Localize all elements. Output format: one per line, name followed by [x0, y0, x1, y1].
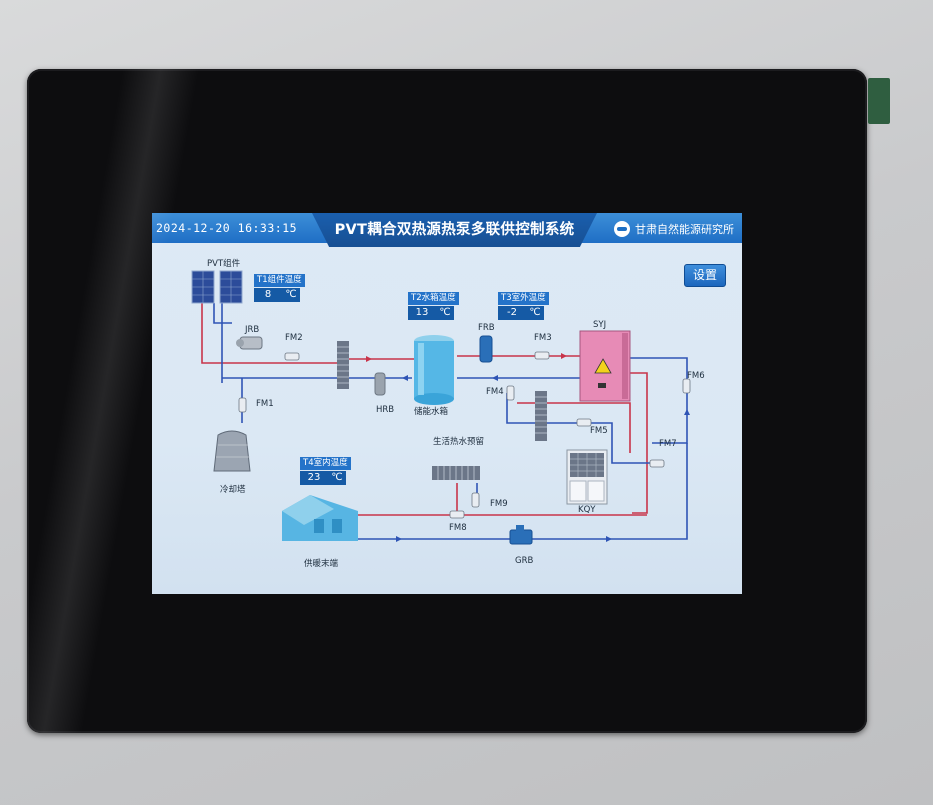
org-brand: 甘肃自然能源研究所	[614, 221, 734, 237]
jrb-pump-icon	[236, 336, 263, 350]
flow-arrow-icon	[396, 536, 402, 542]
fm5-valve-icon	[576, 418, 592, 427]
pipe-fm5	[506, 393, 652, 464]
sensor-t1-value: 8	[254, 288, 282, 302]
fm3-valve-icon	[534, 351, 550, 360]
label-fm3: FM3	[534, 333, 552, 343]
hmi-screen: 2024-12-20 16:33:15 PVT耦合双热源热泵多联供控制系统 甘肃…	[152, 213, 742, 594]
fm4-valve-icon	[506, 385, 515, 401]
sensor-t3-title: T3室外温度	[498, 292, 549, 305]
sensor-t3-unit: ℃	[526, 306, 544, 320]
fm7-valve-icon	[649, 459, 665, 468]
sensor-t4-value: 23	[300, 471, 328, 485]
process-diagram	[191, 270, 691, 545]
flow-arrow-icon	[561, 353, 567, 359]
label-fm7: FM7	[659, 439, 677, 449]
cooling-tower-icon	[213, 430, 251, 472]
datetime: 2024-12-20 16:33:15	[156, 221, 298, 235]
label-tank: 储能水箱	[414, 407, 449, 417]
label-frb: FRB	[478, 323, 495, 333]
label-fm9: FM9	[490, 499, 508, 509]
label-heating-end: 供暖末端	[304, 559, 339, 569]
pipe-pvt-return	[213, 303, 232, 324]
frb-pump-icon	[479, 335, 493, 363]
settings-button[interactable]: 设置	[684, 264, 726, 287]
pipe-heating-cold	[357, 443, 688, 540]
label-kqy: KQY	[578, 505, 596, 515]
fm2-valve-icon	[284, 352, 300, 361]
pipe-right-loop	[630, 357, 688, 444]
mounting-tab	[868, 78, 890, 124]
storage-tank-icon	[414, 335, 454, 405]
pipe-pvt-hot	[201, 303, 340, 364]
sensor-t1-title: T1组件温度	[254, 274, 305, 287]
label-syj: SYJ	[593, 320, 607, 330]
label-hot-water: 生活热水预留	[433, 437, 485, 447]
sensor-t2-title: T2水箱温度	[408, 292, 459, 305]
label-fm6: FM6	[687, 371, 705, 381]
label-fm8: FM8	[449, 523, 467, 533]
pvt-panels-icon	[191, 270, 243, 304]
flow-arrow-icon	[606, 536, 612, 542]
label-cooling-tower: 冷却塔	[220, 485, 246, 495]
heat-exchanger-1-icon	[337, 341, 349, 389]
heating-house-icon	[282, 495, 358, 541]
fm6-valve-icon	[682, 378, 691, 394]
fm9-valve-icon	[471, 492, 480, 508]
pipe-right-hot	[630, 372, 648, 514]
flow-arrow-icon	[492, 375, 498, 381]
page-title: PVT耦合双热源热泵多联供控制系统	[334, 222, 575, 238]
kqy-unit-icon	[566, 449, 608, 505]
fm8-valve-icon	[449, 510, 465, 519]
heat-exchanger-2-icon	[535, 391, 547, 441]
label-fm2: FM2	[285, 333, 303, 343]
sensor-t1-unit: ℃	[282, 288, 300, 302]
fm1-valve-icon	[238, 397, 247, 413]
syj-unit-icon	[579, 330, 631, 402]
label-fm4: FM4	[486, 387, 504, 397]
label-hrb: HRB	[376, 405, 395, 415]
sensor-t2-value: 13	[408, 306, 436, 320]
sensor-t2-unit: ℃	[436, 306, 454, 320]
flow-arrow-icon	[684, 409, 690, 415]
label-fm5: FM5	[590, 426, 608, 436]
grb-pump-icon	[509, 525, 533, 545]
heat-exchanger-3-icon	[432, 466, 480, 480]
label-grb: GRB	[515, 556, 534, 566]
sensor-t3-value: -2	[498, 306, 526, 320]
sensor-t4-unit: ℃	[328, 471, 346, 485]
hrb-pump-icon	[374, 372, 386, 396]
label-jrb: JRB	[245, 325, 260, 335]
pipe-fm4	[517, 402, 631, 453]
sensor-t4-title: T4室内温度	[300, 457, 351, 470]
title-tab	[312, 213, 597, 247]
flow-arrow-icon	[366, 356, 372, 362]
flow-arrow-icon	[402, 375, 408, 381]
label-pvt: PVT组件	[207, 259, 241, 269]
label-fm1: FM1	[256, 399, 274, 409]
org-name: 甘肃自然能源研究所	[635, 223, 734, 236]
org-logo-icon	[614, 221, 630, 237]
